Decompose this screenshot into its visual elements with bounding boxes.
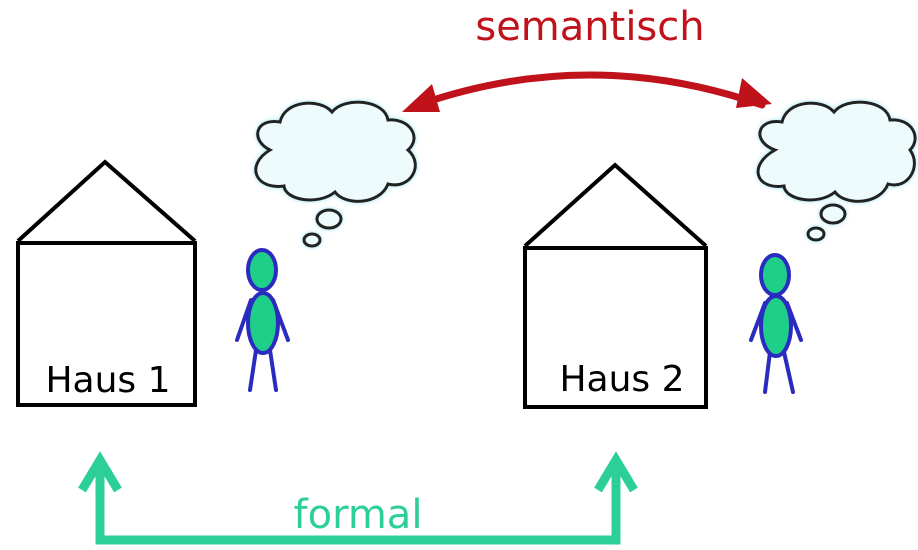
cloud-bubble-large [819,203,847,225]
house-2: Haus 2 [523,162,708,409]
formal-arrowhead-left [78,451,122,493]
cloud-bubble-large [315,208,343,230]
person-right-body [759,294,793,358]
formal-arrowhead-right [594,451,638,493]
cloud-bubble-small [806,226,826,242]
person-left-leg-left [248,348,258,392]
thought-cloud-right [756,100,917,242]
semantic-arrowhead-left [402,84,440,112]
person-left-head [246,248,278,292]
house-2-label: Haus 2 [559,359,684,400]
semantic-arrow [402,71,772,112]
person-right-leg-right [782,350,795,394]
formal-arrow-path [95,466,621,545]
semantic-arrowhead-right [736,78,772,108]
house-2-roof [523,162,708,248]
cloud-body [756,100,917,203]
person-right [749,253,803,394]
house-1-roof [16,159,197,243]
person-left-body [246,291,280,355]
person-right-leg-left [763,350,772,394]
semantic-arrow-curve [414,71,766,109]
house-2-body [523,246,708,409]
house-1: Haus 1 [16,159,197,407]
house-1-label: Haus 1 [45,360,170,401]
formal-label: formal [294,492,423,538]
person-left-leg-right [268,348,278,392]
person-right-head [759,253,791,297]
house-1-body [16,241,197,407]
thought-cloud-left [254,100,417,248]
person-left [235,248,290,392]
cloud-body [254,100,417,203]
cloud-bubble-small [302,232,322,248]
formal-arrow [78,451,638,545]
semantic-label: semantisch [475,4,704,50]
